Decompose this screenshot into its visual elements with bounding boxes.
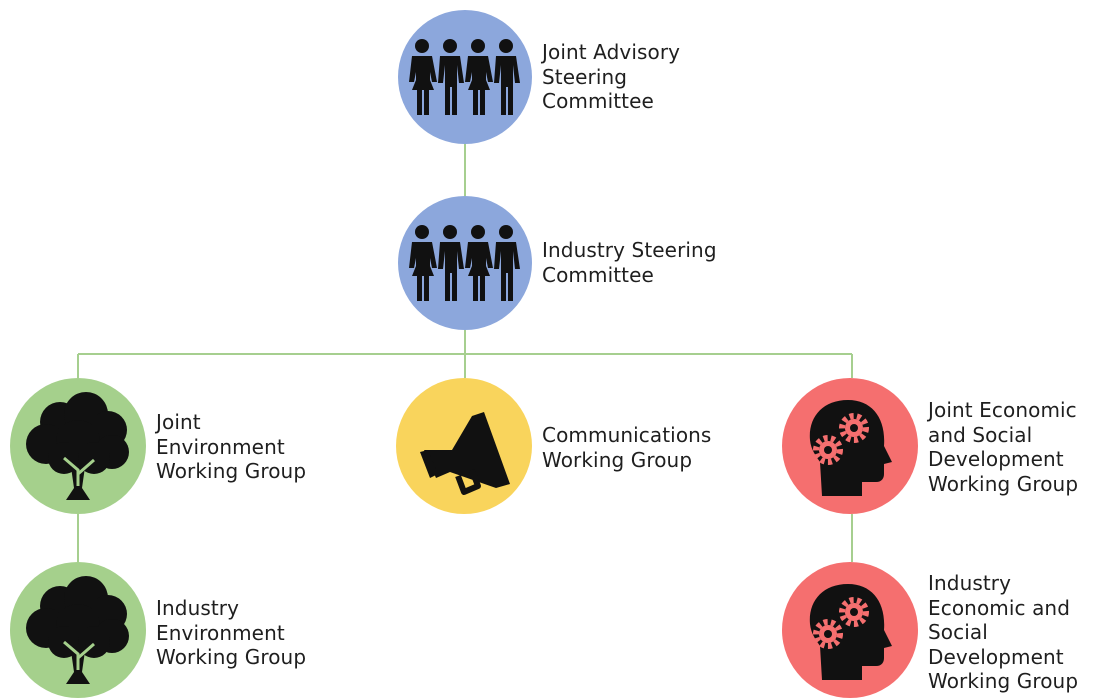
label-line: Working Group (928, 669, 1079, 693)
head-gears-icon (809, 400, 892, 496)
megaphone-icon (420, 412, 510, 495)
label-line: Joint Advisory (542, 40, 681, 64)
label-line: Development (928, 644, 1064, 669)
label-line: Committee (542, 89, 654, 113)
label-line: Joint (156, 410, 201, 434)
head-gears-icon (809, 584, 892, 680)
people-group-icon (409, 225, 520, 301)
tree-icon (26, 576, 129, 684)
label-line: Social (928, 620, 988, 644)
label-line: Working Group (156, 459, 307, 483)
node-label: Communications Working Group (542, 423, 711, 472)
label-line: Environment (156, 434, 285, 459)
label-line: Working Group (156, 645, 307, 669)
label-line: Development (928, 447, 1064, 471)
committee-circle (398, 196, 532, 330)
label-line: Economic and (928, 595, 1071, 620)
label-line: Working Group (542, 447, 693, 472)
label-line: Environment (156, 620, 285, 645)
label-line: Committee (542, 262, 654, 287)
label-line: Industry Steering (542, 238, 717, 262)
people-group-icon (409, 39, 520, 115)
label-line: Industry (156, 596, 240, 620)
label-line: Joint Economic (928, 398, 1077, 422)
committee-circle (398, 10, 532, 144)
environment-circle (10, 562, 146, 698)
environment-circle (10, 378, 146, 514)
node-label: Industry Environment Working Group (156, 596, 306, 670)
node-label: Industry Steering Committee (542, 238, 717, 287)
label-line: Industry (928, 571, 1012, 595)
economic-circle (782, 562, 918, 698)
label-line: and Social (928, 422, 1033, 447)
tree-icon (26, 392, 129, 500)
node-label: Joint Environment Working Group (156, 410, 306, 484)
economic-circle (782, 378, 918, 514)
communications-circle (396, 378, 532, 514)
node-label: Industry Economic and Social Development… (928, 571, 1078, 694)
node-label: Joint Advisory Steering Committee (542, 40, 680, 114)
label-line: Steering (542, 64, 628, 89)
label-line: Working Group (928, 471, 1079, 496)
label-line: Communications (542, 423, 712, 447)
node-label: Joint Economic and Social Development Wo… (928, 398, 1078, 496)
